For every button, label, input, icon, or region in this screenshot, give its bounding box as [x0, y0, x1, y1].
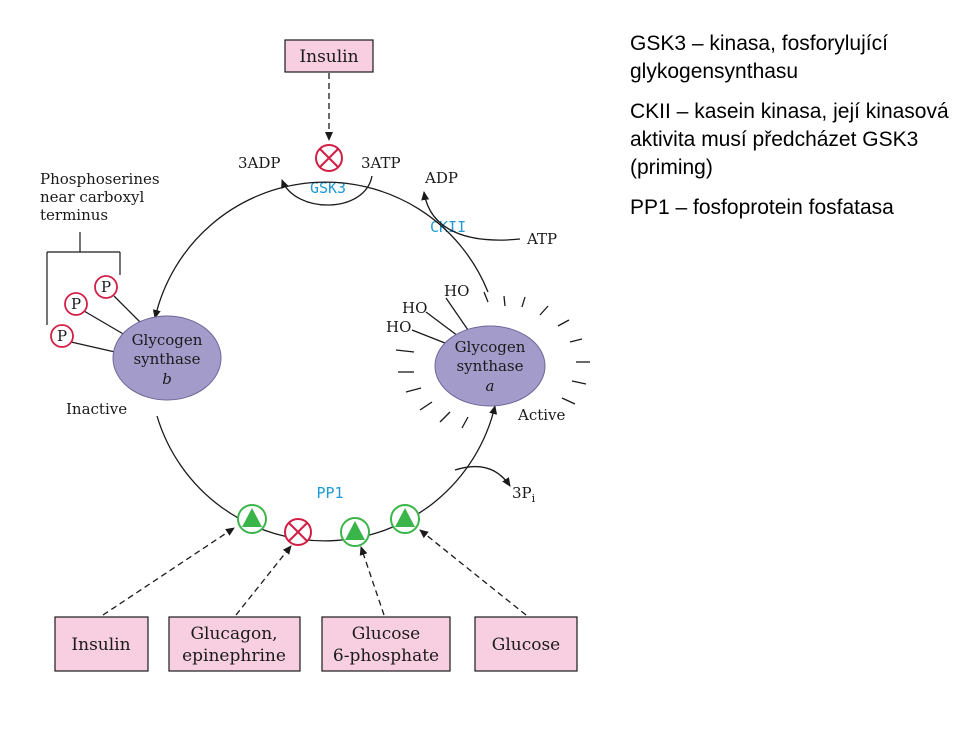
inhibit-icon-top — [315, 144, 343, 172]
legend-pp1: PP1 – fosfoprotein fosfatasa — [630, 196, 894, 219]
svg-text:P: P — [57, 327, 67, 345]
legend-panel: GSK3 – kinasa, fosforylující glykogensyn… — [630, 30, 960, 234]
glucagon-label-line2: epinephrine — [182, 646, 286, 666]
svg-text:P: P — [71, 295, 81, 313]
g6p-arrow — [359, 546, 385, 616]
adp-left-label: 3ADP — [238, 154, 281, 172]
ho-bond-3 — [411, 329, 451, 346]
glucose-arrow — [419, 529, 527, 616]
g6p-label-line2: 6-phosphate — [333, 646, 439, 666]
glycogen-synthase-a — [434, 325, 546, 407]
insulin-top-box — [284, 39, 374, 73]
pi-release-curve — [454, 465, 511, 487]
phosphoserines-bracket — [46, 232, 121, 325]
enzyme-b-line1: Glycogen — [132, 331, 203, 349]
glucagon-label-line1: Glucagon, — [190, 624, 277, 644]
activity-rays — [395, 291, 590, 429]
activate-icon-g6p — [340, 517, 370, 547]
phosphoserines-line1: Phosphoserines — [40, 170, 160, 188]
ho-group-2: HO — [402, 299, 427, 317]
ho-bond-1 — [445, 297, 469, 331]
insulin-bottom-box — [54, 616, 149, 672]
dephosphorylation-arc — [156, 405, 498, 542]
ckii-reaction-curve — [421, 191, 521, 241]
g6p-box — [321, 616, 451, 672]
phosphate-group-3: P — [50, 324, 116, 353]
glucagon-box — [168, 616, 301, 672]
pi-label: 3Pi — [512, 484, 536, 505]
activate-icon-glucose — [390, 504, 420, 534]
enzyme-b-line2: synthase — [133, 350, 200, 368]
phosphate-group-1: P — [94, 275, 141, 323]
activate-icon-insulin — [237, 504, 267, 534]
glycogen-synthase-b — [112, 315, 222, 401]
glucose-label: Glucose — [492, 635, 561, 655]
phosphate-group-2: P — [64, 292, 126, 336]
insulin-top-label: Insulin — [299, 47, 358, 67]
ho-group-1: HO — [444, 282, 469, 300]
pp1-label: PP1 — [316, 484, 343, 502]
atp-right-label: 3ATP — [361, 154, 401, 172]
inhibit-icon-glucagon — [284, 518, 312, 546]
insulin-bottom-arrow — [102, 527, 235, 616]
enzyme-a-line2: synthase — [456, 357, 523, 375]
atp-ckii-label: ATP — [526, 230, 557, 248]
phosphoserines-line3: terminus — [40, 206, 108, 224]
phosphorylation-arc — [152, 181, 489, 319]
ho-group-3: HO — [386, 318, 411, 336]
svg-text:P: P — [101, 278, 111, 296]
enzyme-a-state: Active — [517, 406, 566, 424]
glucagon-arrow — [235, 545, 292, 616]
enzyme-b-form: b — [162, 370, 172, 388]
legend-gsk3: GSK3 – kinasa, fosforylující glykogensyn… — [630, 32, 888, 83]
adp-ckii-label: ADP — [424, 169, 458, 187]
enzyme-a-form: a — [486, 377, 495, 395]
g6p-label-line1: Glucose — [352, 624, 421, 644]
ho-bond-2 — [425, 311, 459, 337]
enzyme-b-state: Inactive — [66, 400, 127, 418]
insulin-bottom-label: Insulin — [71, 635, 130, 655]
enzyme-a-line1: Glycogen — [455, 338, 526, 356]
legend-ckii: CKII – kasein kinasa, její kinasová akti… — [630, 100, 949, 179]
glucose-box — [474, 616, 578, 672]
gsk3-label: GSK3 — [310, 179, 346, 197]
phosphoserines-line2: near carboxyl — [40, 188, 144, 206]
